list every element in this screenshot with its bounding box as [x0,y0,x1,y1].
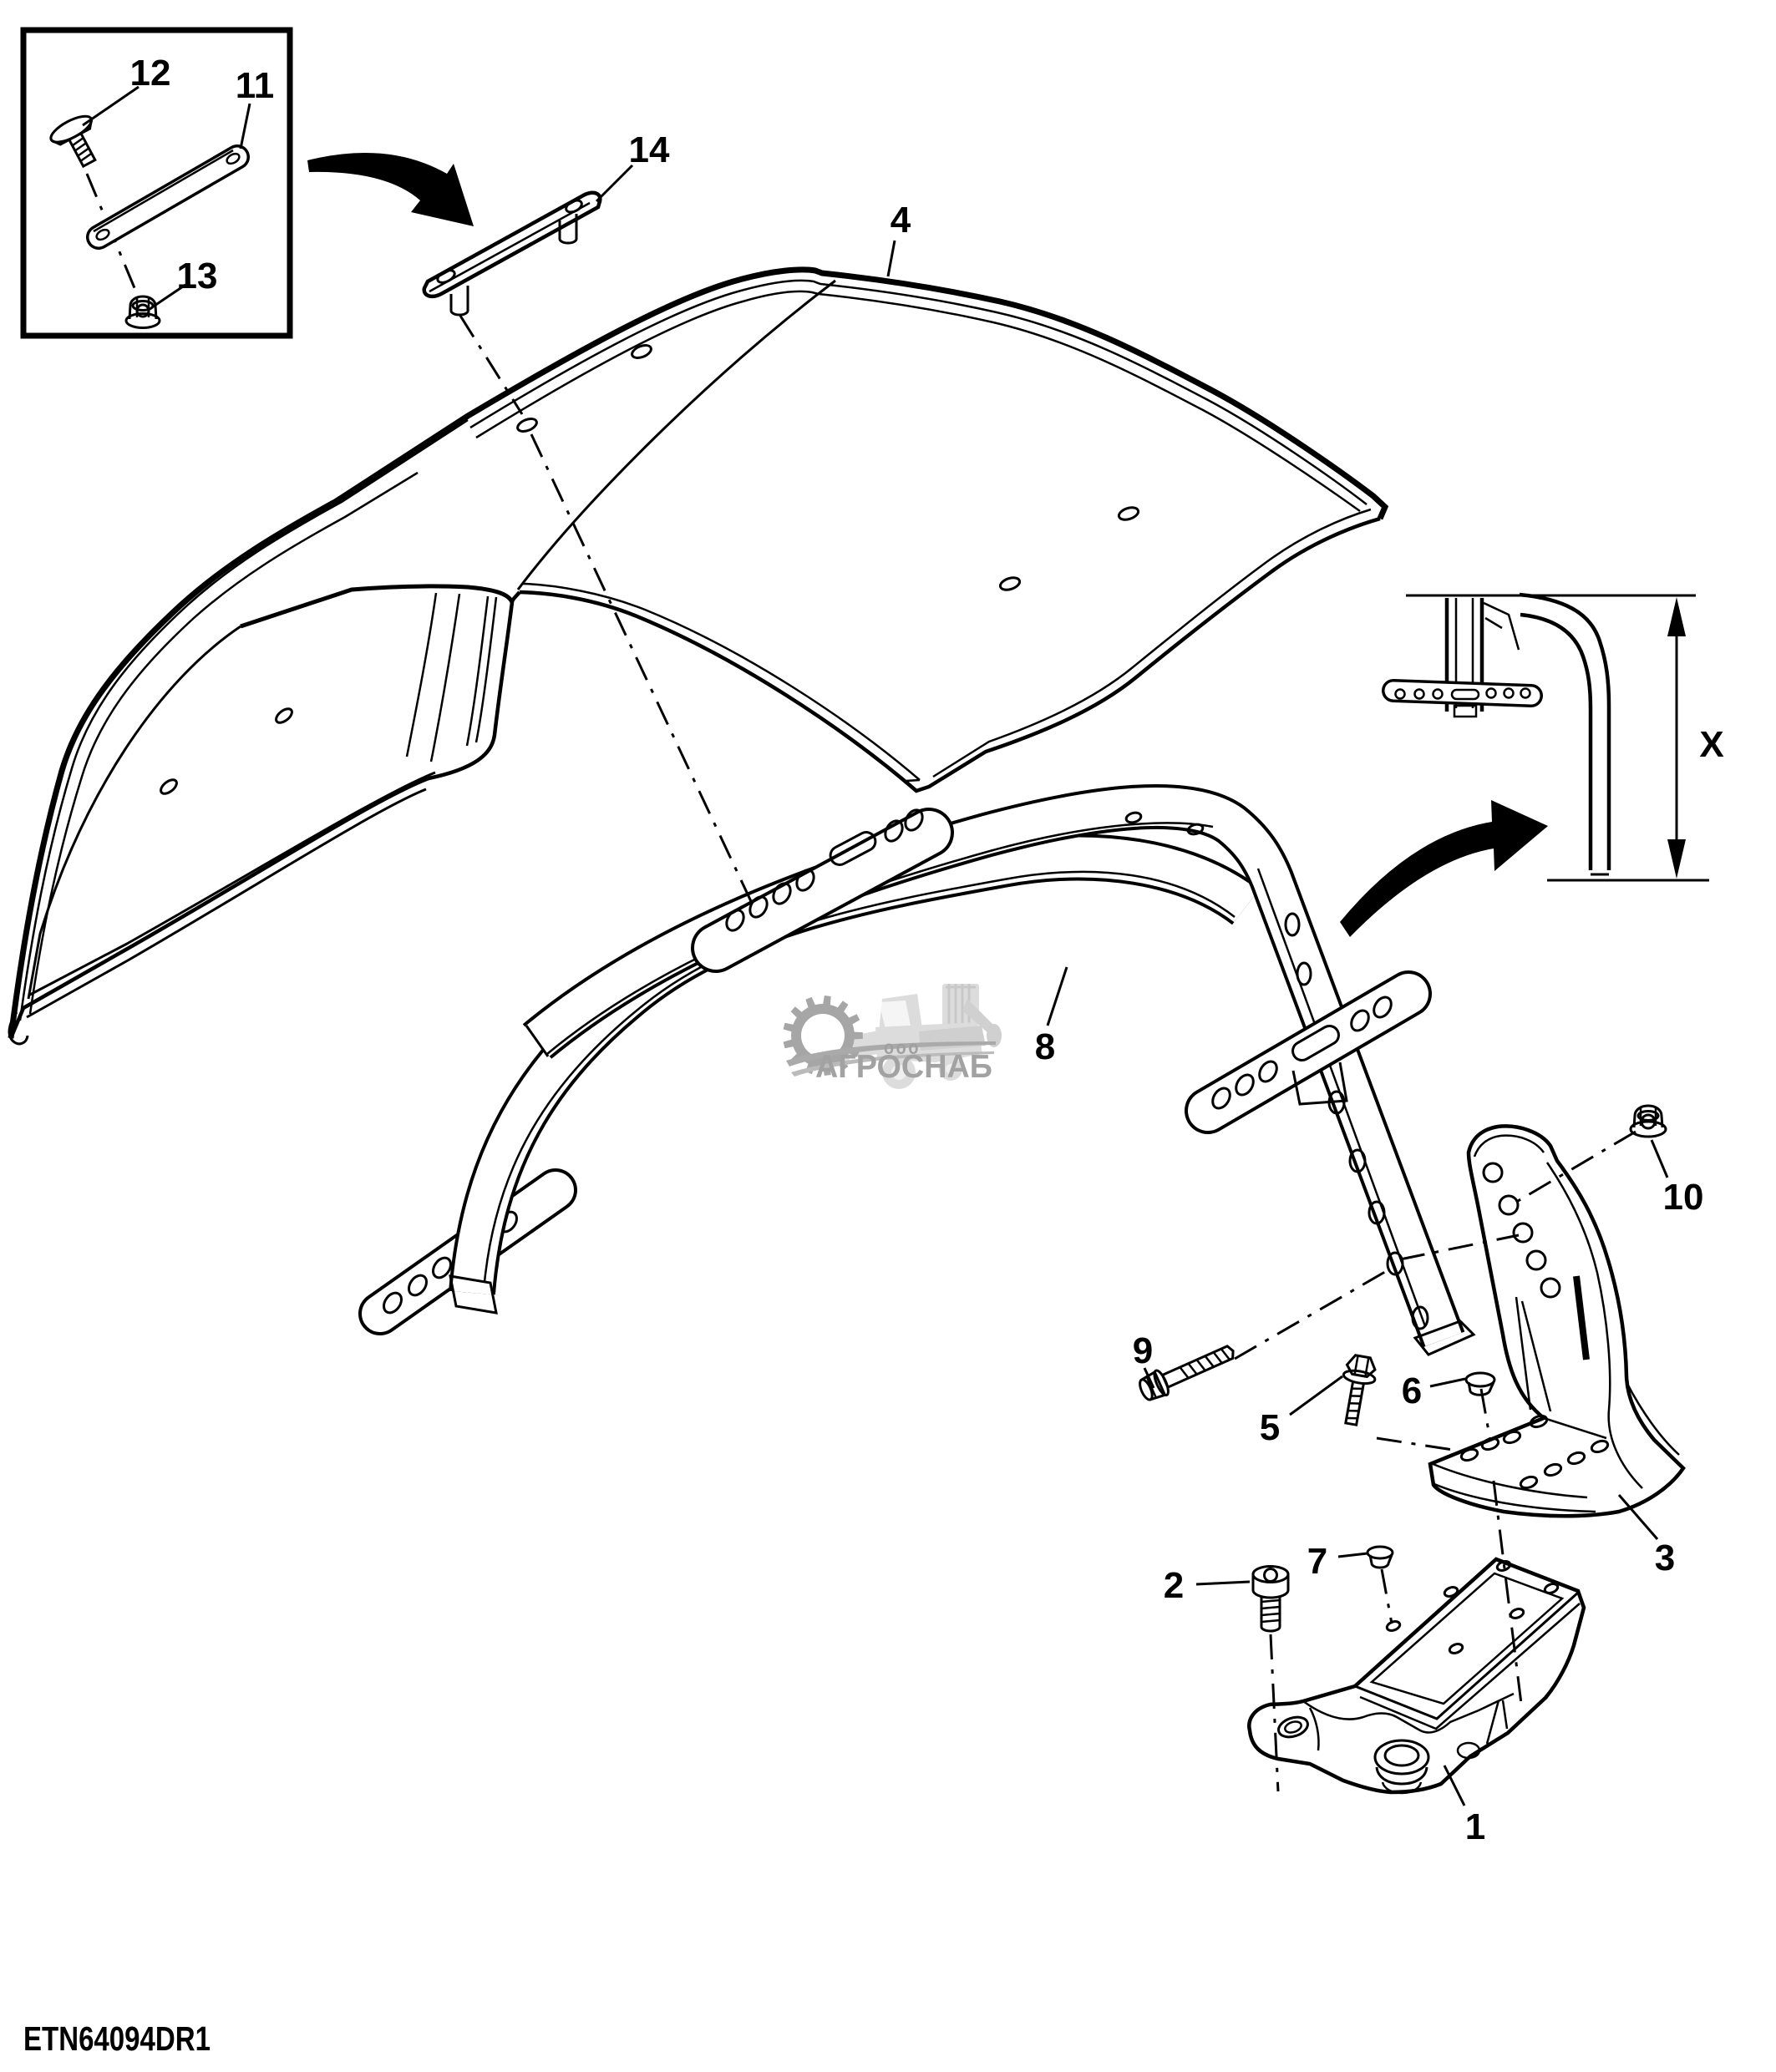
svg-text:АГРОСНАБ: АГРОСНАБ [815,1049,992,1085]
svg-text:9: 9 [1133,1330,1153,1371]
svg-text:ETN64094DR1: ETN64094DR1 [23,2019,211,2058]
svg-text:4: 4 [891,200,911,241]
svg-text:2: 2 [1164,1565,1184,1606]
svg-text:1: 1 [1465,1806,1485,1847]
svg-text:7: 7 [1307,1541,1327,1582]
svg-text:3: 3 [1655,1538,1675,1578]
svg-text:6: 6 [1402,1370,1422,1411]
svg-text:10: 10 [1663,1177,1704,1218]
svg-text:X: X [1699,724,1723,765]
svg-text:12: 12 [130,53,171,94]
svg-text:ооо: ооо [884,1036,921,1058]
svg-text:8: 8 [1035,1026,1055,1067]
svg-text:13: 13 [177,256,218,296]
svg-text:5: 5 [1260,1407,1280,1448]
svg-text:14: 14 [629,129,670,170]
svg-text:11: 11 [236,65,275,106]
